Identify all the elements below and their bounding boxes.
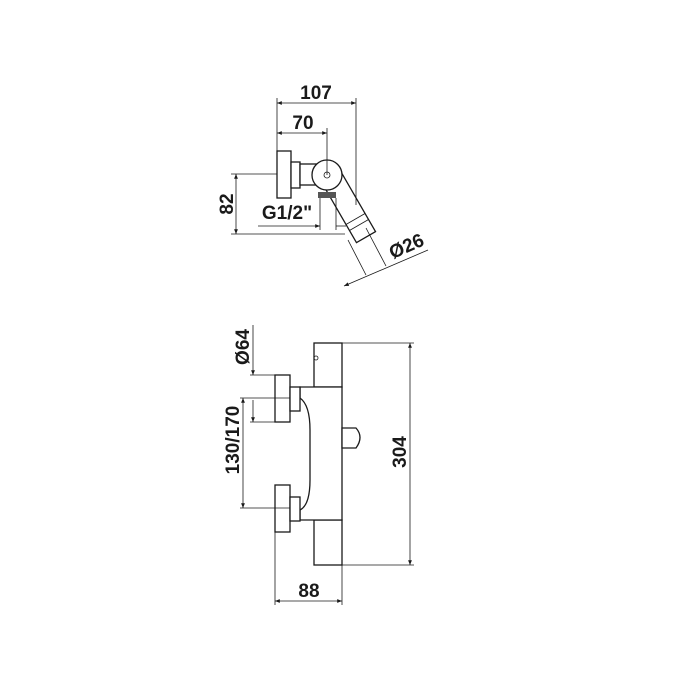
front-view: Ø64 130/170 304 88: [223, 325, 414, 605]
bottom-flange: [274, 484, 291, 533]
mixer-body: [299, 386, 343, 521]
dim-107: 107: [300, 83, 332, 104]
dim-82: 82: [217, 193, 238, 214]
top-flange: [274, 374, 291, 423]
top-cap: [313, 342, 343, 388]
thread-label: G1/2": [262, 203, 312, 224]
dim-70: 70: [292, 113, 313, 134]
nut: [290, 161, 301, 189]
spout: [341, 427, 361, 449]
wall-flange: [276, 150, 292, 199]
dim-diameter-64: Ø64: [233, 329, 254, 365]
bottom-cap: [313, 519, 343, 566]
dim-88: 88: [298, 581, 319, 602]
top-nut: [289, 386, 301, 412]
bottom-nut: [289, 496, 301, 522]
dim-304: 304: [390, 436, 411, 468]
top-view: 107 70 82 G1/2" Ø26: [217, 83, 429, 287]
dim-centers-130-170: 130/170: [223, 406, 244, 475]
thread-hatch: [318, 192, 336, 198]
